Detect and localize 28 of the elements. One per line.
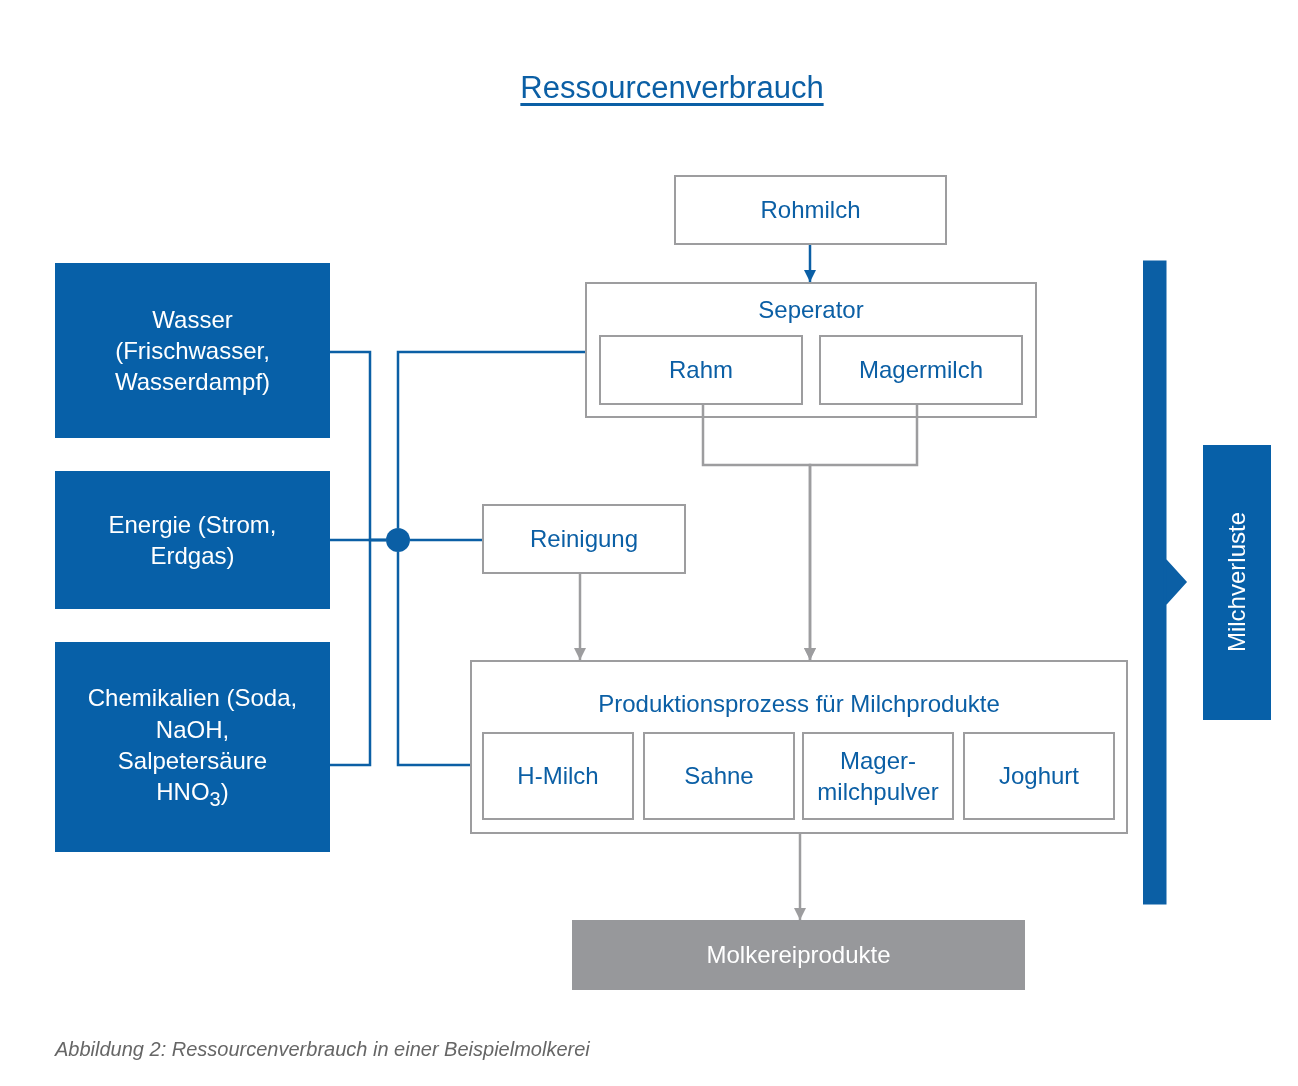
process-box: Reinigung [482, 504, 686, 574]
process-box: Mager- milchpulver [802, 732, 954, 820]
junction-dot [386, 528, 410, 552]
process-box: Sahne [643, 732, 795, 820]
process-box: Magermilch [819, 335, 1023, 405]
group-box [585, 282, 1037, 418]
connector-line [330, 538, 386, 767]
diagram-title: Ressourcenverbrauch [520, 70, 824, 105]
arrow [573, 574, 587, 660]
connector-line [410, 538, 482, 542]
resource-box: Chemikalien (Soda, NaOH, Salpetersäure HNO$_{3}$) [55, 642, 330, 852]
connector-line [396, 350, 585, 528]
connector-line [396, 552, 470, 767]
resource-box: Wasser (Frischwasser, Wasserdampf) [55, 263, 330, 438]
resource-box: Energie (Strom, Erdgas) [55, 471, 330, 609]
figure-caption: Abbildung 2: Ressourcenverbrauch in einer Beispielmolkerei [55, 1038, 590, 1061]
arrow [803, 405, 919, 660]
process-box: Rohmilch [674, 175, 947, 245]
group-box [470, 660, 1128, 834]
group-title: Produktionsprozess für Milchprodukte [597, 690, 1001, 718]
side-box: Milchverluste [1203, 445, 1271, 720]
arrow [803, 245, 817, 282]
group-title: Seperator [757, 296, 865, 324]
process-box: H-Milch [482, 732, 634, 820]
process-box: Joghurt [963, 732, 1115, 820]
output-box: Molkereiprodukte [572, 920, 1025, 990]
process-box: Rahm [599, 335, 803, 405]
arrow [793, 834, 807, 920]
